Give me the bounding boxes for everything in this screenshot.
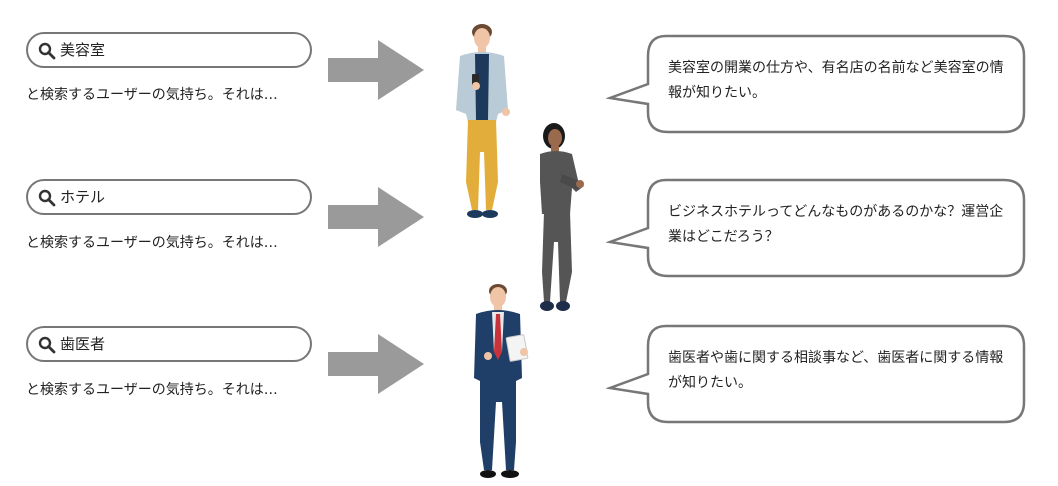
person-businessman-icon: [474, 284, 529, 478]
right-arrow-icon: [328, 40, 424, 100]
search-term: 美容室: [60, 41, 106, 59]
speech-bubble-shape: [606, 324, 1026, 424]
search-caption: と検索するユーザーの気持ち。それは…: [26, 382, 278, 398]
search-term: 歯医者: [60, 335, 106, 353]
search-caption: と検索するユーザーの気持ち。それは…: [26, 235, 278, 251]
search-icon: [38, 189, 56, 207]
speech-bubble-shape: [606, 178, 1026, 278]
bubble-text: 歯医者や歯に関する相談事など、歯医者に関する情報が知りたい。: [668, 350, 1004, 391]
search-icon: [38, 42, 56, 60]
search-box-3: 歯医者: [26, 326, 312, 362]
search-caption: と検索するユーザーの気持ち。それは…: [26, 87, 278, 103]
search-box-2: ホテル: [26, 179, 312, 215]
speech-bubble-3: 歯医者や歯に関する相談事など、歯医者に関する情報が知りたい。: [606, 324, 1026, 424]
speech-bubble-2: ビジネスホテルってどんなものがあるのかな？運営企業はどこだろう？: [606, 178, 1026, 278]
bubble-text: 美容室の開業の仕方や、有名店の名前など美容室の情報が知りたい。: [668, 60, 1004, 101]
person-businesswoman-icon: [540, 123, 584, 311]
right-arrow-icon: [328, 187, 424, 247]
speech-bubble-shape: [606, 34, 1026, 134]
search-term: ホテル: [60, 188, 106, 206]
person-casual-icon: [456, 24, 510, 218]
search-icon: [38, 336, 56, 354]
right-arrow-icon: [328, 334, 424, 394]
speech-bubble-1: 美容室の開業の仕方や、有名店の名前など美容室の情報が知りたい。: [606, 34, 1026, 134]
bubble-text: ビジネスホテルってどんなものがあるのかな？運営企業はどこだろう？: [668, 204, 1004, 245]
search-box-1: 美容室: [26, 32, 312, 68]
